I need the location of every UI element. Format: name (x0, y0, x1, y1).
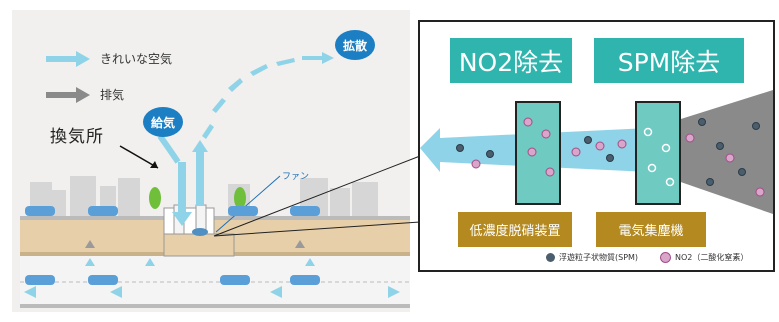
vent-station-label: 換気所 (50, 127, 104, 147)
legend-exhaust-label: 排気 (100, 88, 125, 102)
legend-clean-air-label: きれいな空気 (100, 52, 173, 66)
legend-exhaust: 排気 (46, 86, 124, 103)
no2-particle-icon (660, 252, 671, 263)
key-no2: NO2（二酸化窒素） (660, 252, 748, 263)
filtration-flow-graphic (420, 90, 773, 214)
clean-air-arrow-icon (46, 50, 90, 67)
legend-clean-air: きれいな空気 (46, 50, 172, 67)
key-no2-label: NO2（二酸化窒素） (675, 253, 749, 262)
supply-badge: 給気 (143, 107, 183, 137)
diffusion-badge: 拡散 (335, 30, 375, 60)
key-spm: 浮遊粒子状物質(SPM) (546, 252, 638, 263)
key-spm-label: 浮遊粒子状物質(SPM) (559, 253, 639, 262)
fan-label: ファン (282, 172, 310, 182)
no2-removal-heading: NO2除去 (450, 38, 572, 83)
filtration-detail-panel: NO2除去 SPM除去 低濃度脱硝装置 電気集塵機 浮遊粒子状物質(SPM) N… (418, 20, 775, 272)
denitration-device-label: 低濃度脱硝装置 (458, 212, 572, 247)
exhaust-arrow-icon (46, 86, 90, 103)
precipitator-label: 電気集塵機 (596, 212, 706, 247)
spm-particle-icon (546, 253, 555, 262)
spm-removal-heading: SPM除去 (594, 38, 744, 83)
